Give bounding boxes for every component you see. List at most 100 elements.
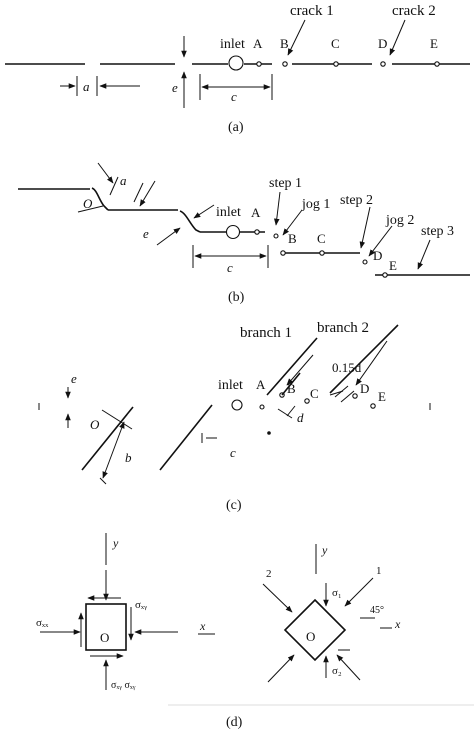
branch1-arrow: [286, 354, 314, 386]
jog1-dot: [273, 233, 279, 239]
panel-c: branch 1 branch 2 0.15d inlet A B C D E …: [38, 320, 431, 513]
left-x-label: x: [199, 619, 206, 633]
right-s2-label: σ₂: [332, 665, 342, 677]
a-dim-tick: [109, 176, 119, 196]
right-arrow-2: [262, 583, 293, 613]
right-y-label: y: [321, 543, 328, 557]
point-b: [282, 61, 288, 67]
inlet-label: inlet: [216, 205, 241, 220]
panel-b: a O e inlet A step 1 jog 1 B C step 2 jo…: [18, 162, 470, 305]
branch2-line: [329, 324, 399, 394]
right-angle-label: 45°: [370, 605, 384, 616]
left-y-label: y: [112, 536, 119, 550]
label-c-point: C: [310, 386, 319, 401]
label-b-point: B: [287, 381, 296, 396]
point-d: [352, 393, 358, 399]
label-a-point: A: [256, 377, 266, 392]
step3-arrow: [417, 239, 431, 270]
inlet-label: inlet: [218, 378, 243, 393]
right-arrow-1: [344, 577, 374, 607]
label-d-point: D: [378, 36, 387, 51]
branch1-label: branch 1: [240, 325, 292, 341]
inlet-circle: [225, 224, 241, 240]
jog1-arrow: [282, 209, 303, 236]
dim-b-label: b: [125, 450, 132, 465]
label-b-point: B: [280, 36, 289, 51]
caption-a: (a): [228, 120, 244, 135]
point-b: [280, 250, 286, 256]
branch2-label: branch 2: [317, 320, 369, 336]
caption-d: (d): [226, 715, 243, 730]
right-arrow-3: [267, 654, 295, 683]
jog2-label: jog 2: [385, 213, 414, 228]
label-a-point: A: [251, 205, 261, 220]
tiny-dot: [267, 431, 271, 435]
d015-tick-2: [340, 390, 355, 403]
step1-label: step 1: [269, 176, 302, 191]
step1-arrow: [273, 191, 281, 226]
inlet-arrow: [193, 204, 215, 219]
d-dim-line: [277, 408, 293, 419]
left-center-label: O: [100, 630, 109, 645]
point-c: [333, 61, 339, 67]
label-c-point: C: [317, 231, 326, 246]
center-o-label: O: [90, 417, 100, 432]
point-a: [254, 229, 260, 235]
label-e-point: E: [430, 36, 438, 51]
step3-label: step 3: [421, 224, 454, 239]
right-s1-label: σ₁: [332, 587, 342, 599]
crack2-label: crack 2: [392, 3, 436, 19]
left-bottom-label: σₓᵧ σₓᵧ: [111, 680, 136, 691]
branch2-arrow: [355, 340, 388, 386]
left-sxx-label: σₓₓ: [36, 617, 49, 629]
d015-arrow-line: [329, 390, 344, 396]
dim-c-label: c: [230, 445, 236, 460]
branch1-line: [266, 337, 318, 396]
point-d: [380, 61, 386, 67]
offset-kink-right: [179, 210, 201, 233]
step2-label: step 2: [340, 193, 373, 208]
right-arrow-4: [336, 654, 361, 681]
step2-arrow: [359, 206, 371, 249]
crack1-label: crack 1: [290, 3, 334, 19]
point-e: [382, 272, 388, 278]
b-dim-arrow: [102, 421, 125, 479]
d-dim-tick: [286, 405, 296, 417]
a-dim-arrow-bottom: [139, 180, 156, 207]
right-center-label: O: [306, 629, 315, 644]
label-d-point: D: [373, 248, 382, 263]
dim-a-label: a: [83, 79, 90, 94]
right-label-2: 2: [266, 568, 272, 580]
d015-label: 0.15d: [332, 360, 362, 375]
panel-a: crack 1 crack 2 inlet A B C D E a e c (a…: [5, 3, 470, 135]
left-sxy-top-label: σₓᵧ: [135, 599, 147, 611]
jog2-arrow: [368, 225, 393, 257]
point-e: [370, 403, 376, 409]
a-dim-arrow-top: [97, 162, 114, 184]
dim-c-label: c: [227, 260, 233, 275]
b-dim-tick-bottom: [99, 477, 107, 485]
label-e-point: E: [389, 258, 397, 273]
point-e: [434, 61, 440, 67]
right-x-label: x: [394, 617, 401, 631]
dim-e-label: e: [172, 80, 178, 95]
b-dim-tick-top: [101, 409, 133, 430]
label-b-point: B: [288, 231, 297, 246]
label-a-point: A: [253, 36, 263, 51]
jog1-label: jog 1: [301, 197, 330, 212]
label-c-point: C: [331, 36, 340, 51]
jog2-dot: [362, 259, 368, 265]
right-label-1: 1: [376, 565, 382, 577]
inlet-label: inlet: [220, 37, 245, 52]
right-stress-element: [283, 598, 347, 662]
dim-c-label: c: [231, 89, 237, 104]
point-c: [319, 250, 325, 256]
dim-a-label: a: [120, 173, 127, 188]
left-stress-element: [85, 603, 127, 651]
crack2-arrow: [389, 19, 406, 56]
panel-d: y O σₓᵧ x σₓₓ σₓᵧ σₓᵧ y O 1 2 σ₁ 45° x: [36, 533, 474, 730]
point-a: [256, 61, 262, 67]
point-c: [304, 398, 310, 404]
dim-e-label: e: [143, 226, 149, 241]
